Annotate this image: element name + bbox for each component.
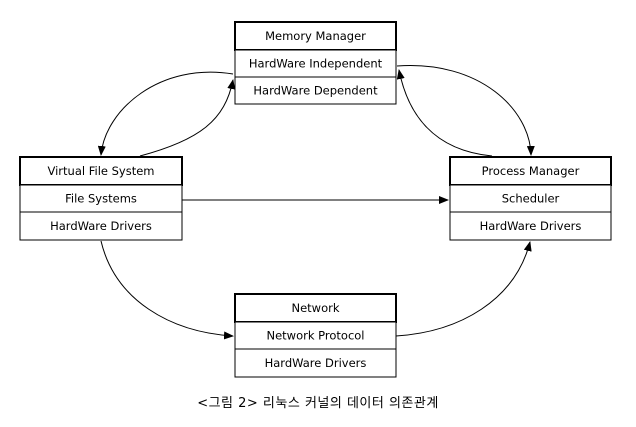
vfs-row-cell — [19, 211, 183, 241]
network-header-cell — [234, 293, 397, 323]
arrow-process-to-memory — [396, 69, 493, 157]
network-title: Network — [291, 301, 339, 315]
memory-manager-row-cell — [234, 49, 397, 78]
network-box: Network Network Protocol HardWare Driver… — [234, 293, 397, 378]
memory-manager-title: Memory Manager — [265, 29, 366, 43]
vfs-row-label: HardWare Drivers — [50, 219, 152, 233]
process-manager-row-label: HardWare Drivers — [480, 219, 582, 233]
memory-manager-box: Memory Manager HardWare Independent Hard… — [234, 21, 397, 105]
figure-caption: <그림 2> 리눅스 커널의 데이터 의존관계 — [197, 396, 439, 411]
network-row-cell — [234, 348, 397, 378]
memory-manager-row-label: HardWare Dependent — [253, 84, 378, 98]
vfs-header-cell — [19, 156, 183, 186]
vfs-title: Virtual File System — [47, 164, 154, 178]
vfs-row-label: File Systems — [65, 192, 137, 206]
process-manager-row-cell — [449, 211, 612, 241]
memory-manager-row-label: HardWare Independent — [249, 57, 383, 71]
dependency-arrows — [97, 65, 535, 340]
network-row-label: Network Protocol — [266, 329, 364, 343]
virtual-file-system-box: Virtual File System File Systems HardWar… — [19, 156, 183, 241]
process-manager-box: Process Manager Scheduler HardWare Drive… — [449, 156, 612, 241]
process-manager-title: Process Manager — [482, 164, 580, 178]
process-manager-row-cell — [449, 184, 612, 213]
network-row-label: HardWare Drivers — [265, 356, 367, 370]
arrow-vfs-to-network — [100, 240, 234, 340]
arrow-network-to-process — [395, 241, 532, 337]
process-manager-row-label: Scheduler — [502, 192, 560, 206]
memory-manager-row-cell — [234, 76, 397, 105]
arrow-vfs-to-memory — [139, 79, 236, 157]
arrow-memory-to-vfs — [97, 71, 234, 156]
arrow-memory-to-process — [396, 65, 535, 156]
